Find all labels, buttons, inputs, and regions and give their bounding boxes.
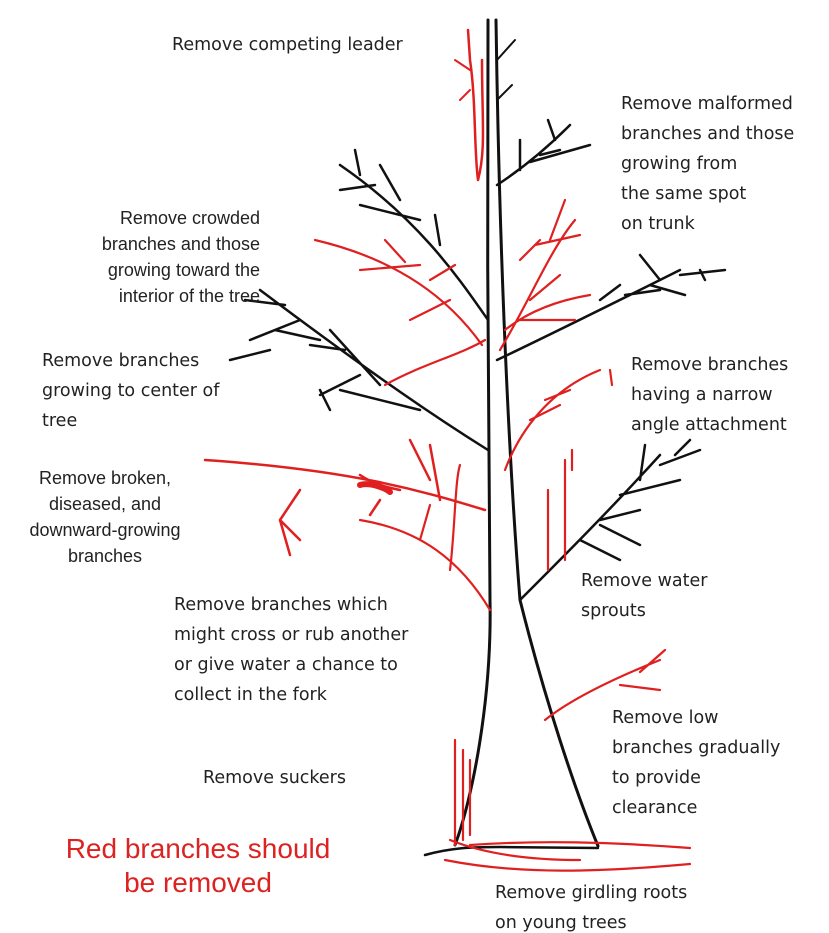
label-low-branches: Remove low branches gradually to provide… bbox=[612, 703, 780, 823]
branch bbox=[505, 370, 612, 470]
label-crossing-branches: Remove branches which might cross or rub… bbox=[174, 590, 408, 710]
label-broken-branches: Remove broken, diseased, and downward-gr… bbox=[0, 465, 210, 569]
ground-line bbox=[425, 847, 598, 855]
root bbox=[445, 840, 690, 871]
branch bbox=[455, 60, 470, 100]
label-narrow-angle: Remove branches having a narrow angle at… bbox=[631, 350, 788, 440]
label-water-sprouts: Remove water sprouts bbox=[581, 566, 707, 626]
branch bbox=[205, 440, 485, 555]
label-girdling-roots: Remove girdling roots on young trees bbox=[495, 878, 687, 933]
label-suckers: Remove suckers bbox=[203, 763, 346, 793]
legend-text: Red branches should be removed bbox=[38, 832, 358, 900]
branch bbox=[455, 740, 470, 845]
branch bbox=[340, 150, 488, 320]
branch bbox=[230, 290, 488, 450]
label-malformed-branches: Remove malformed branches and those grow… bbox=[621, 89, 794, 239]
branch bbox=[497, 40, 515, 100]
trunk bbox=[496, 20, 598, 846]
branch bbox=[500, 200, 590, 350]
branch bbox=[315, 240, 482, 345]
branch bbox=[497, 120, 590, 185]
branch bbox=[497, 255, 725, 360]
label-crowded-branches: Remove crowded branches and those growin… bbox=[50, 205, 260, 309]
branch bbox=[385, 340, 485, 385]
branch bbox=[468, 30, 483, 180]
label-competing-leader: Remove competing leader bbox=[172, 30, 403, 60]
label-center-branches: Remove branches growing to center of tre… bbox=[42, 346, 219, 436]
